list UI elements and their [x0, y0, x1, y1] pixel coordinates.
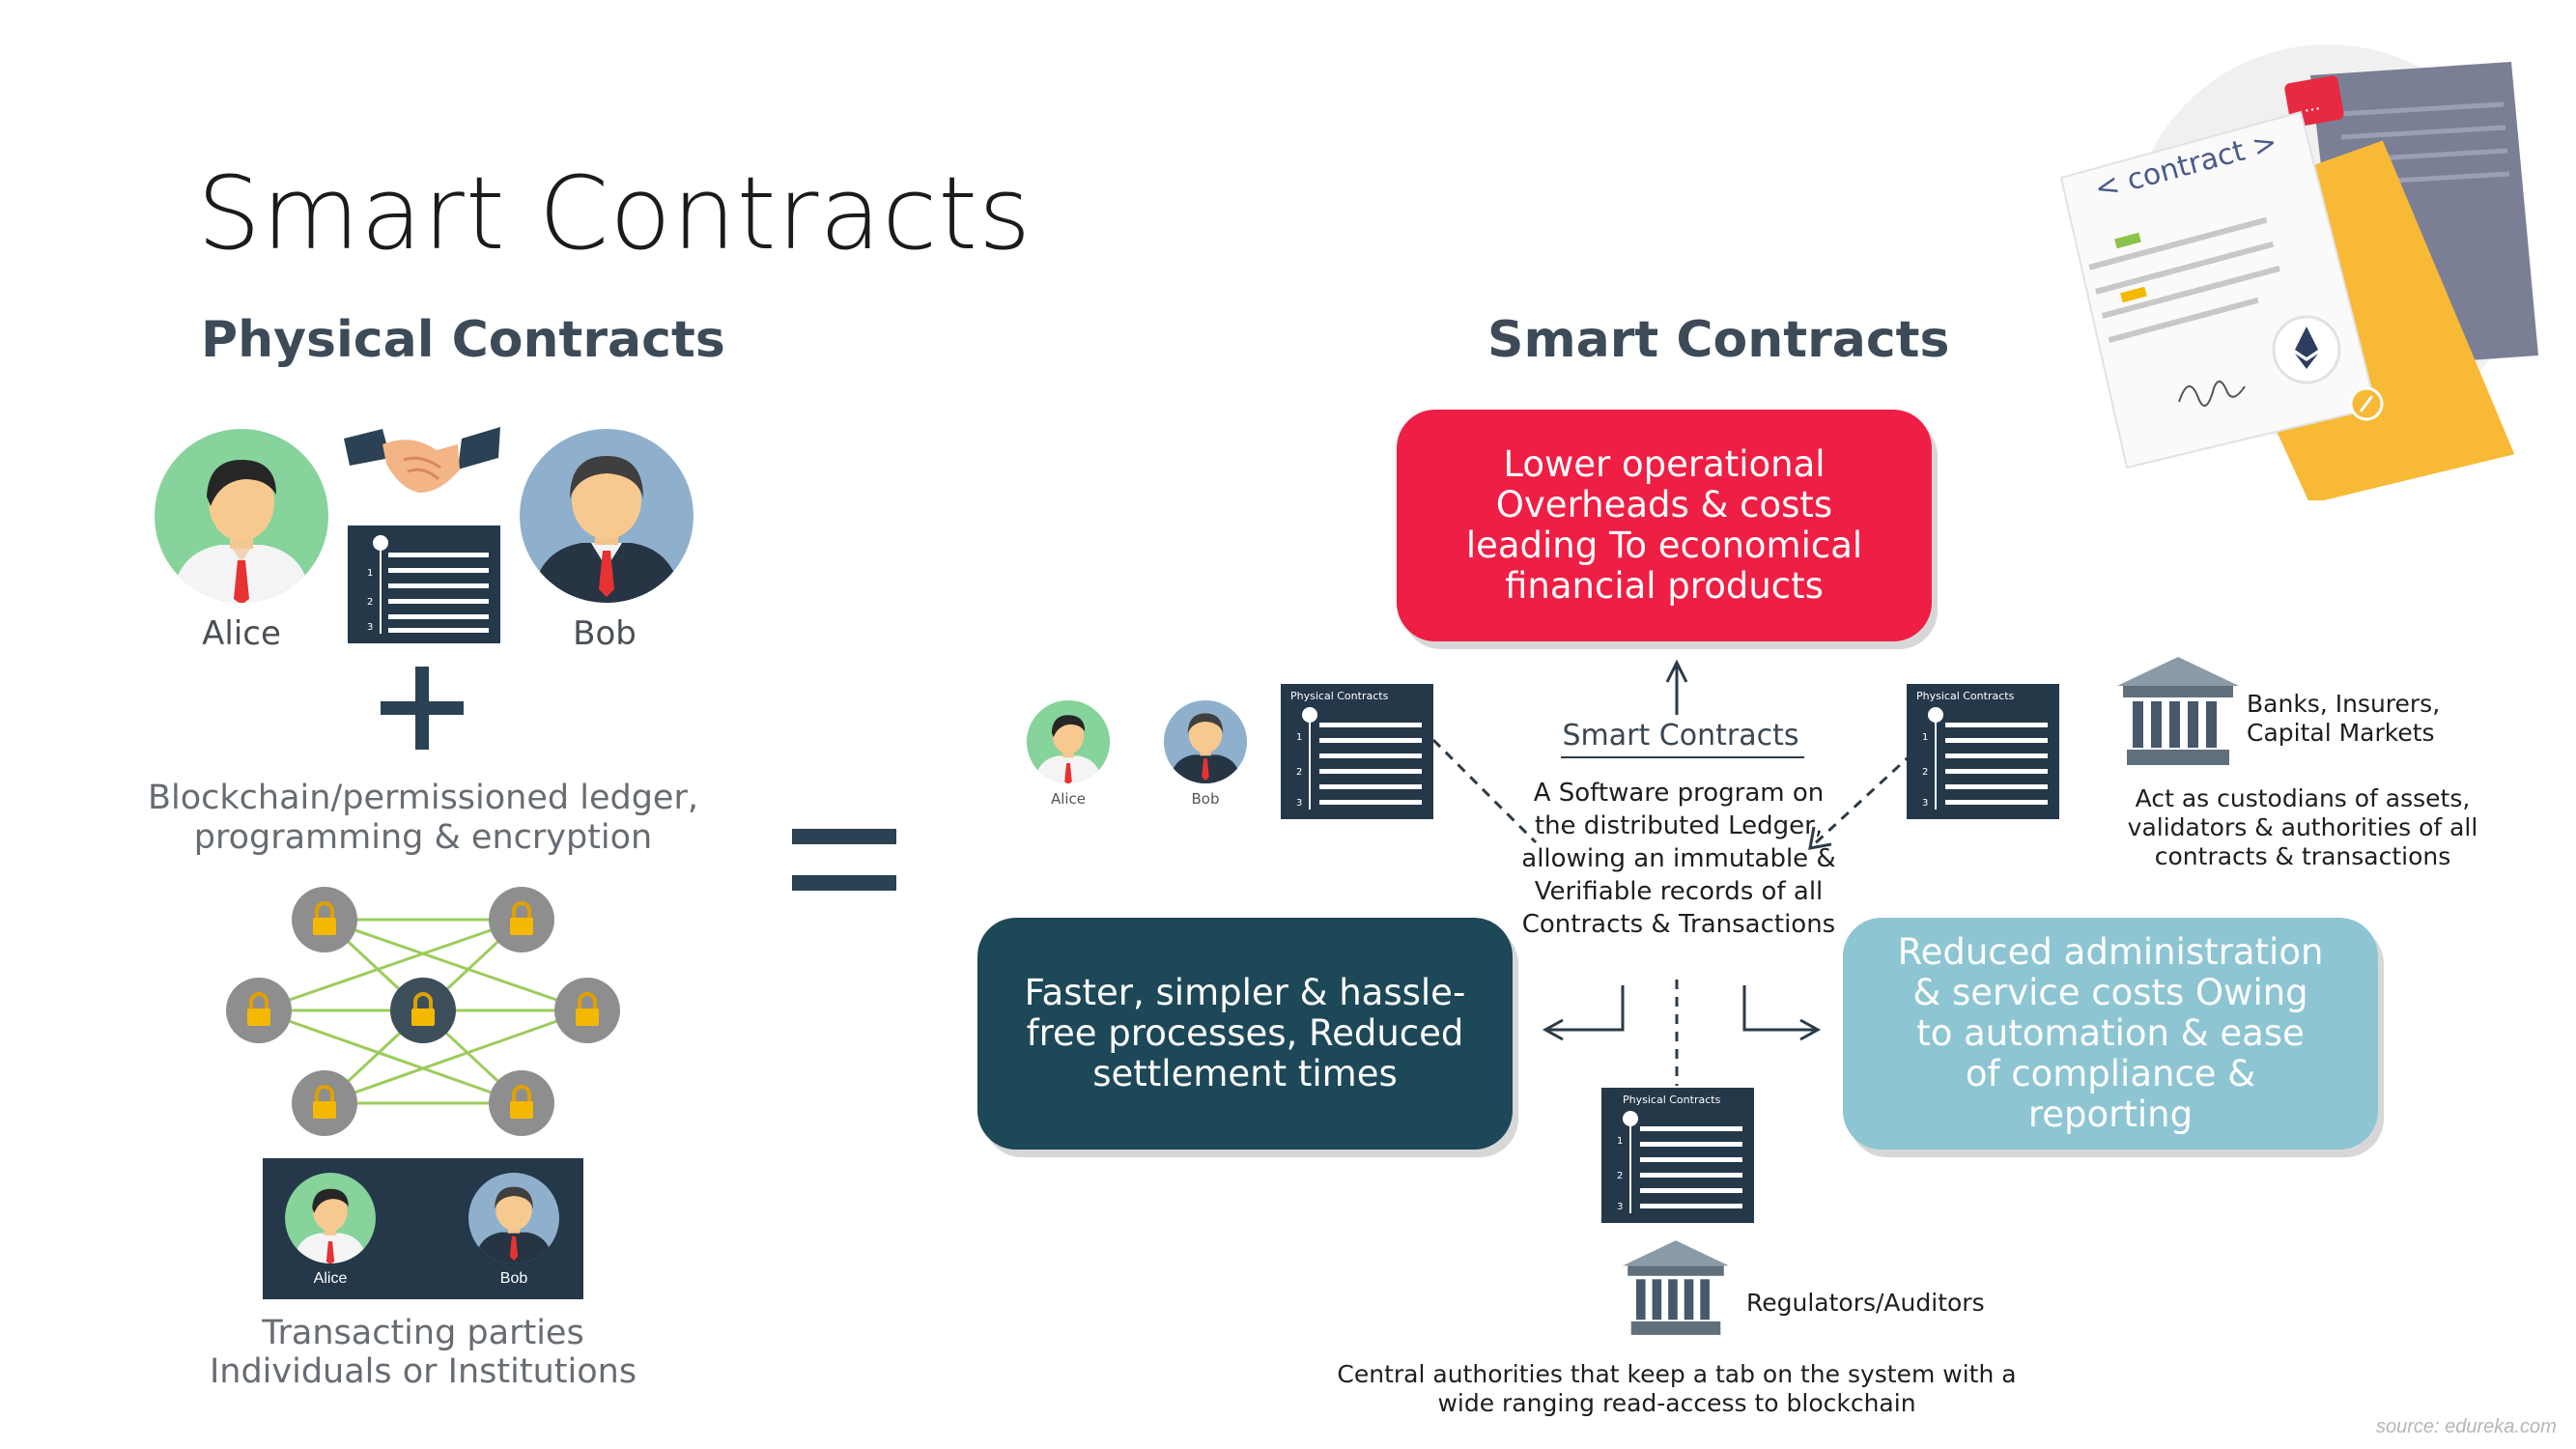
- alice-avatar-icon: [285, 1173, 376, 1264]
- faster-processes-text: Faster, simpler & hassle-free processes,…: [1024, 972, 1466, 1094]
- svg-text:1: 1: [1922, 732, 1928, 743]
- reduced-administration-text: Reduced administration & service costs O…: [1897, 931, 2324, 1135]
- svg-text:1: 1: [1617, 1136, 1623, 1147]
- regulators-bank-icon: [1623, 1240, 1729, 1335]
- doc-left-title: Physical Contracts: [1290, 690, 1389, 702]
- mini-bob-avatar-icon: [1163, 699, 1248, 784]
- faster-processes-box: Faster, simpler & hassle-free processes,…: [977, 918, 1513, 1150]
- equals-icon: [792, 829, 896, 891]
- bank-building-icon: [2117, 657, 2239, 765]
- smart-document-bottom: Physical Contracts 1 2 3: [1601, 1088, 1754, 1223]
- card-bob-label: Bob: [499, 1270, 528, 1287]
- svg-text:2: 2: [367, 597, 373, 608]
- svg-text:3: 3: [1296, 798, 1302, 809]
- source-credit: source: edureka.com: [2376, 1416, 2557, 1437]
- handshake-icon: [344, 427, 500, 493]
- banks-description: Act as custodians of assets, validators …: [2127, 784, 2478, 870]
- mini-bob-label: Bob: [1191, 790, 1220, 808]
- smart-document-left: Physical Contracts 1 2 3: [1281, 684, 1433, 819]
- bob-avatar-icon: [520, 429, 694, 603]
- page-title: Smart Contracts: [197, 155, 1033, 272]
- transacting-parties-line1: Transacting parties: [262, 1314, 584, 1352]
- smart-document-right: Physical Contracts 1 2 3: [1907, 684, 2059, 819]
- card-alice-label: Alice: [313, 1270, 348, 1287]
- padlock-icon: [489, 887, 554, 952]
- mini-alice-avatar-icon: [1026, 699, 1111, 784]
- svg-text:1: 1: [1296, 732, 1302, 743]
- alice-label: Alice: [202, 614, 281, 653]
- contract-illustration: ... < contract >: [2059, 44, 2538, 500]
- physical-contracts-heading: Physical Contracts: [201, 311, 725, 369]
- svg-text:3: 3: [367, 622, 373, 633]
- svg-text:3: 3: [1922, 798, 1928, 809]
- reduced-administration-box: Reduced administration & service costs O…: [1843, 918, 2378, 1150]
- padlock-icon: [292, 1070, 357, 1136]
- padlock-icon: [554, 978, 620, 1043]
- padlock-icon: [226, 978, 292, 1043]
- doc-right-title: Physical Contracts: [1916, 690, 2015, 702]
- center-smart-contracts-label: Smart Contracts: [1562, 719, 1799, 753]
- document-list-icon: 1 2 3: [1296, 707, 1422, 810]
- padlock-icon: [390, 978, 456, 1043]
- lower-costs-box: Lower operational Overheads & costs lead…: [1397, 410, 1932, 641]
- transacting-parties-line2: Individuals or Institutions: [209, 1352, 637, 1391]
- ledger-network-diagram: [226, 887, 620, 1136]
- alice-avatar-icon: [155, 429, 328, 603]
- badge-dots: ...: [2302, 94, 2322, 117]
- svg-text:2: 2: [1296, 767, 1302, 778]
- doc-bottom-title: Physical Contracts: [1623, 1094, 1721, 1106]
- document-list-icon: 1 2 3: [1922, 707, 2048, 810]
- padlock-icon: [292, 887, 357, 952]
- ledger-description: Blockchain/permissioned ledger, programm…: [148, 779, 698, 857]
- smart-contracts-heading: Smart Contracts: [1487, 311, 1950, 369]
- physical-contract-document-icon: 1 2 3: [348, 526, 500, 643]
- svg-text:1: 1: [367, 568, 373, 579]
- bob-avatar-icon: [468, 1173, 559, 1264]
- lower-costs-text: Lower operational Overheads & costs lead…: [1465, 443, 1863, 607]
- mini-alice-label: Alice: [1050, 790, 1087, 808]
- svg-text:3: 3: [1617, 1202, 1623, 1212]
- svg-text:2: 2: [1922, 767, 1928, 778]
- svg-text:2: 2: [1617, 1171, 1623, 1181]
- transacting-parties-caption: Transacting parties Individuals or Insti…: [174, 1314, 672, 1391]
- transacting-parties-card: Alice Bob: [263, 1158, 583, 1299]
- bob-label: Bob: [573, 614, 637, 653]
- plus-icon: [381, 667, 464, 750]
- regulators-description: Central authorities that keep a tab on t…: [1337, 1360, 2017, 1417]
- regulators-title: Regulators/Auditors: [1746, 1289, 1985, 1317]
- document-list-icon: 1 2 3: [1617, 1111, 1742, 1213]
- padlock-icon: [489, 1070, 554, 1136]
- banks-title: Banks, Insurers, Capital Markets: [2247, 690, 2441, 747]
- center-smart-contracts-description: A Software program on the distributed Le…: [1521, 779, 1836, 939]
